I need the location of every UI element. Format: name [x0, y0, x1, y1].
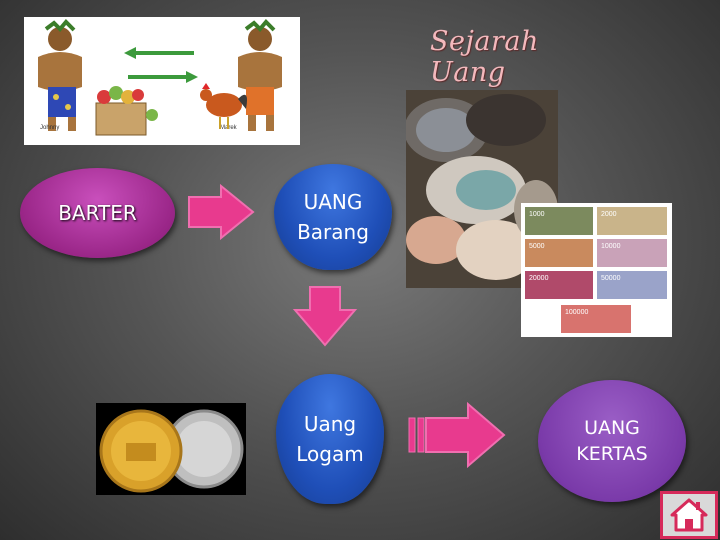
uang-logam-node: Uang Logam [276, 374, 384, 504]
coins-image [96, 403, 246, 495]
barter-label: BARTER [58, 201, 137, 225]
arrow-right-2 [406, 400, 508, 470]
slide-title: Sejarah Uang [430, 26, 620, 88]
banknote-label: 1000 [529, 211, 545, 218]
arrow-down [292, 284, 358, 348]
banknote-label: 5000 [529, 243, 545, 250]
svg-text:Johnny: Johnny [40, 125, 59, 131]
uang-kertas-node: UANG KERTAS [538, 380, 686, 502]
uang-logam-label: Uang Logam [296, 409, 363, 469]
barter-node: BARTER [20, 168, 175, 258]
home-button[interactable] [660, 491, 718, 539]
home-icon [669, 497, 709, 533]
banknote-label: 2000 [601, 211, 617, 218]
banknotes-image: 1000 2000 5000 10000 20000 50000 100000 [521, 203, 672, 337]
barter-illustration: Johnny Marek [24, 17, 300, 145]
banknote-label: 100000 [565, 309, 588, 316]
banknote-label: 50000 [601, 275, 621, 282]
uang-kertas-label: UANG KERTAS [576, 415, 647, 467]
banknote-label: 20000 [529, 275, 549, 282]
uang-barang-label: UANG Barang [297, 187, 369, 247]
banknote-label: 10000 [601, 243, 621, 250]
uang-barang-node: UANG Barang [274, 164, 392, 270]
arrow-right-1 [185, 183, 257, 241]
